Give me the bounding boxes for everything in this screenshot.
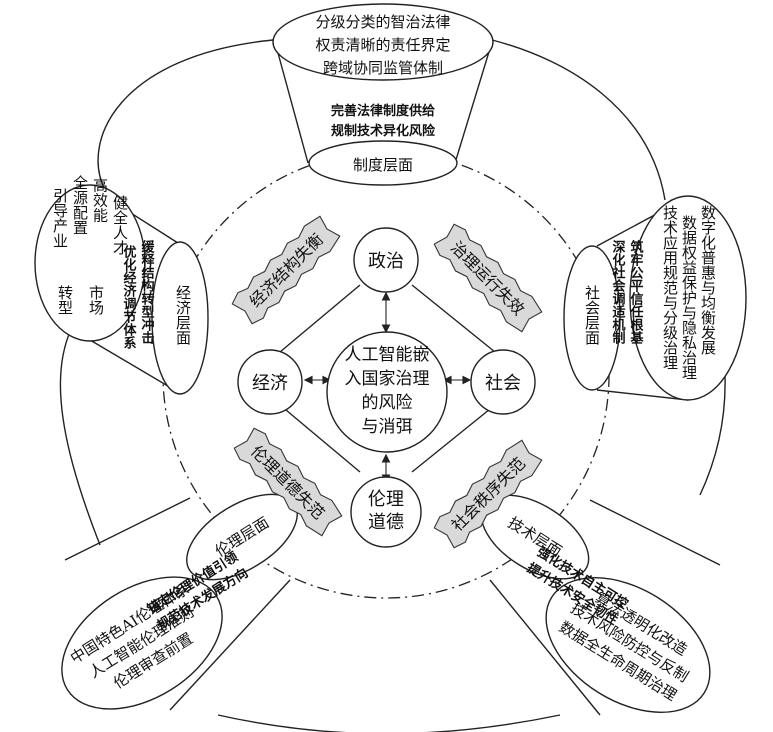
risk-governance-label: 治理运行失效 [447, 238, 528, 319]
node-society [470, 349, 536, 415]
center-circle [326, 331, 448, 453]
economic-level: 经济层面 [174, 285, 192, 345]
economic-col-4: 健全人才 [111, 195, 129, 256]
cone-institutional-bold-1: 完善法律制度供给 [331, 103, 435, 119]
social-outer-2: 数据权益保护与隐私治理 [680, 215, 698, 380]
risk-economy-structure-label: 经济结构失衡 [246, 230, 327, 311]
center-line-4: 与消弭 [362, 417, 413, 437]
cone-economic: 引导产业 全源配置 高效能 健全人才 转型 市场 缓释结构转型冲击 优化经济调节… [34, 174, 209, 395]
cone-technical: 技术层面 强化技术自主可控 提升技术安全韧性 算法透明化改造 技术风险防控与反制… [480, 494, 721, 716]
node-society-label: 社会 [485, 373, 521, 394]
economic-col-2: 全源配置 [71, 174, 89, 235]
economic-bold-2: 优化经济调节体系 [121, 244, 137, 350]
outer-boundary [59, 39, 726, 732]
cone-ethical: 伦理层面 锚定伦理价值引领 规范技术发展方向 中国特色AI伦理体系 人工智能伦理… [61, 493, 298, 711]
economic-col-3: 高效能 [91, 178, 109, 224]
center-line-2: 入国家治理 [345, 369, 430, 389]
social-outer-3: 技术应用规范与分级治理 [661, 205, 679, 370]
connector-arrows [303, 291, 472, 484]
node-ethics [350, 476, 422, 548]
center-line-3: 的风险 [362, 393, 413, 413]
cone-institutional-bold-2: 规制技术异化风险 [331, 123, 436, 139]
node-economy-label: 经济 [252, 373, 288, 394]
inner-diamond [279, 284, 496, 473]
cone-institutional-outer-3: 跨域协同监管体制 [323, 59, 443, 77]
social-bold-1: 筑牢公平信任根基 [628, 239, 645, 345]
center-line-1: 人工智能嵌 [345, 345, 430, 365]
cone-institutional-outer-2: 权责清晰的责任界定 [315, 36, 450, 54]
cone-institutional-outer-1: 分级分类的智治法律 [315, 13, 450, 31]
cone-institutional: 分级分类的智治法律 权责清晰的责任界定 跨域协同监管体制 完善法律制度供给 规制… [272, 3, 494, 186]
node-ethics-label-2: 道德 [368, 512, 404, 533]
node-ethics-label-1: 伦理 [368, 489, 404, 510]
risk-tag-governance: 治理运行失效 [433, 223, 543, 333]
node-politics [353, 227, 419, 293]
node-economy [237, 349, 303, 415]
economic-col-1: 引导产业 [51, 188, 69, 248]
economic-extra-1: 转型 [56, 285, 74, 315]
social-outer-1: 数字化普惠与均衡发展 [699, 205, 717, 355]
economic-bold-1: 缓释结构转型冲击 [139, 239, 155, 345]
cone-institutional-level: 制度层面 [353, 156, 413, 174]
economic-extra-2: 市场 [87, 285, 105, 316]
cone-social: 数字化普惠与均衡发展 数据权益保护与隐私治理 技术应用规范与分级治理 筑牢公平信… [563, 195, 747, 401]
node-politics-label: 政治 [368, 251, 404, 272]
social-bold-2: 深化社会调适机制 [610, 239, 627, 345]
social-level: 社会层面 [583, 285, 601, 345]
risk-tag-economy-structure: 经济结构失衡 [231, 215, 341, 325]
